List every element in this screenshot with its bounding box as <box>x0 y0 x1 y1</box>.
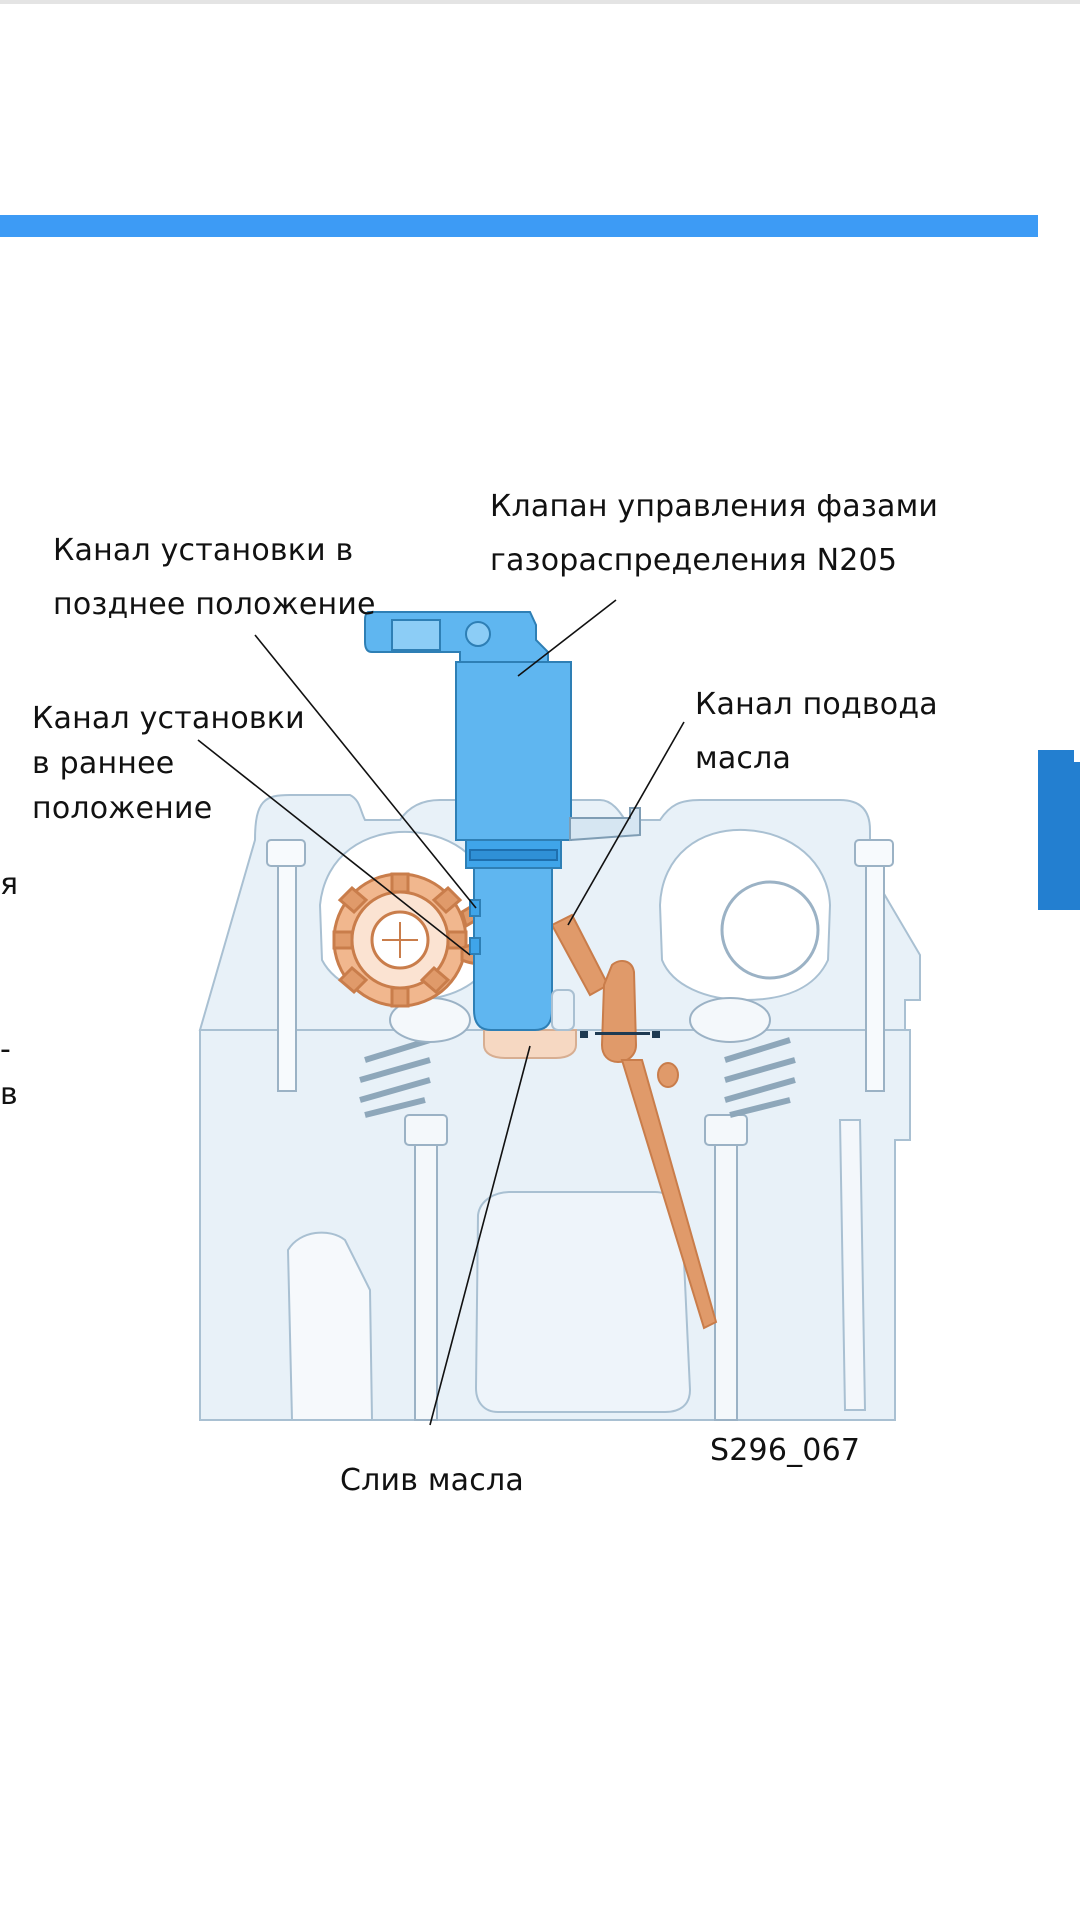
label-early-position-channel: Канал установки в раннее положение <box>32 701 305 826</box>
clipped-text-fragment: в <box>0 1077 18 1112</box>
top-divider <box>0 0 1080 4</box>
header-bar <box>0 215 1038 237</box>
camshaft-adjuster <box>332 872 492 1008</box>
side-tab-notch <box>1074 750 1080 762</box>
right-bolt-shaft <box>865 865 885 1092</box>
leader-valve <box>517 599 617 677</box>
label-late-position-channel: Канал установки в позднее положение <box>53 533 376 622</box>
leader-early-channel <box>197 739 471 956</box>
valve-collar-ring <box>469 849 558 861</box>
leader-late-channel <box>254 634 477 909</box>
right-spring <box>724 1037 796 1118</box>
seal-mark <box>580 1031 588 1038</box>
right-valve-guide <box>704 1114 748 1146</box>
solenoid-body <box>455 661 572 841</box>
label-oil-drain: Слив масла <box>340 1463 524 1498</box>
valve-side-nub <box>551 989 575 1031</box>
seal-mark <box>652 1031 660 1038</box>
oil-drain-cavity <box>483 1029 577 1059</box>
label-valve-n205: Клапан управления фазами газораспределен… <box>490 489 939 578</box>
oil-supply-port <box>657 1062 679 1088</box>
label-oil-supply-channel: Канал подвода масла <box>695 687 938 776</box>
head-bolts <box>266 839 894 1092</box>
clipped-text-fragment: я <box>0 867 19 902</box>
clipped-text-fragment: - <box>0 1032 11 1067</box>
connector-pin-housing <box>391 619 441 651</box>
left-bolt-head <box>266 839 306 867</box>
oil-supply-fitting <box>600 959 638 1064</box>
seal-marks <box>580 1031 660 1038</box>
right-camshaft <box>720 880 820 980</box>
connector-lock <box>465 621 491 647</box>
right-valve-stem <box>714 1144 738 1421</box>
valve-lower-housing <box>473 867 553 1031</box>
seal-mark <box>595 1032 650 1035</box>
right-tappet <box>689 997 771 1043</box>
center-chamber <box>474 1191 692 1413</box>
cylinder-head <box>198 794 921 1421</box>
oil-supply-passage <box>550 913 718 1330</box>
figure-code: S296_067 <box>710 1433 861 1468</box>
right-rib <box>838 1119 867 1411</box>
right-bolt-head <box>854 839 894 867</box>
left-spring <box>359 1037 431 1118</box>
left-port-cavity <box>286 1231 374 1421</box>
n205-control-valve <box>364 611 641 1031</box>
left-bolt-shaft <box>277 865 297 1092</box>
leader-oil-drain <box>429 1045 531 1426</box>
left-valve-guide <box>404 1114 448 1146</box>
valve-assemblies <box>359 997 796 1421</box>
oil-supply-pipe <box>620 1059 718 1330</box>
camshaft-center-mark <box>382 922 418 958</box>
leader-lines <box>197 599 685 1426</box>
leader-oil-supply <box>567 721 685 926</box>
left-valve-stem <box>414 1144 438 1421</box>
side-tab[interactable] <box>1038 750 1080 910</box>
valve-port-early <box>469 937 481 955</box>
